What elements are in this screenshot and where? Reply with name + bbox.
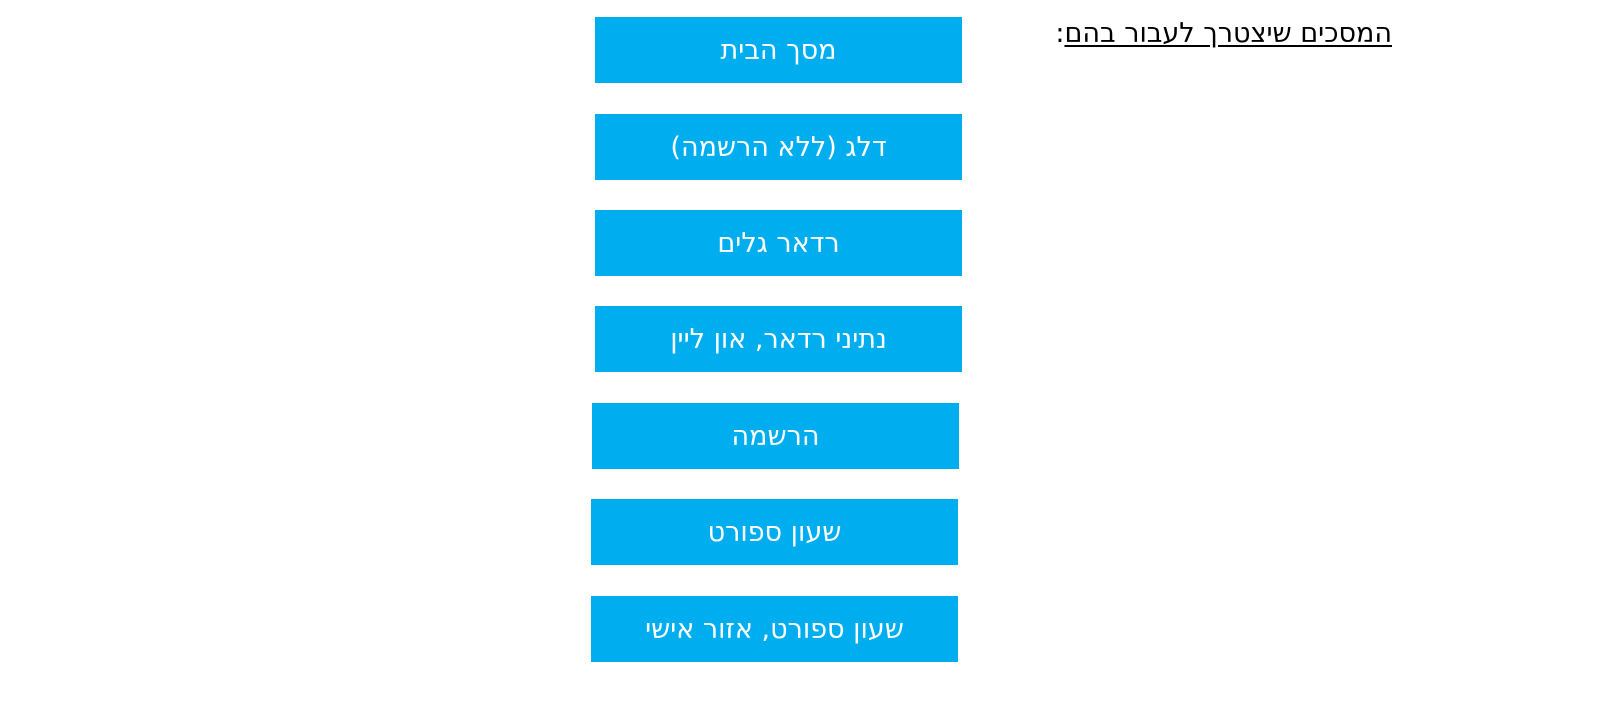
screen-box-sport-watch: שעון ספורט (591, 499, 958, 565)
screen-box-registration: הרשמה (592, 403, 959, 469)
screen-box-home: מסך הבית (595, 17, 962, 83)
screens-heading-text: המסכים שיצטרך לעבור בהם (1064, 18, 1392, 49)
screen-label: מסך הבית (720, 34, 837, 66)
screen-label: נתיני רדאר, און ליין (670, 323, 887, 355)
screen-label: דלג (ללא הרשמה) (670, 131, 887, 163)
screen-label: הרשמה (731, 420, 820, 452)
screen-box-sport-watch-personal: שעון ספורט, אזור אישי (591, 596, 958, 662)
screens-heading-colon: : (1055, 18, 1065, 49)
screen-box-wave-radar: רדאר גלים (595, 210, 962, 276)
screens-heading: המסכים שיצטרך לעבור בהם: (1055, 18, 1392, 49)
screen-box-radar-data: נתיני רדאר, און ליין (595, 306, 962, 372)
screen-box-skip: דלג (ללא הרשמה) (595, 114, 962, 180)
screen-label: שעון ספורט, אזור אישי (645, 613, 904, 645)
screen-label: רדאר גלים (717, 227, 840, 259)
screen-label: שעון ספורט (707, 516, 842, 548)
